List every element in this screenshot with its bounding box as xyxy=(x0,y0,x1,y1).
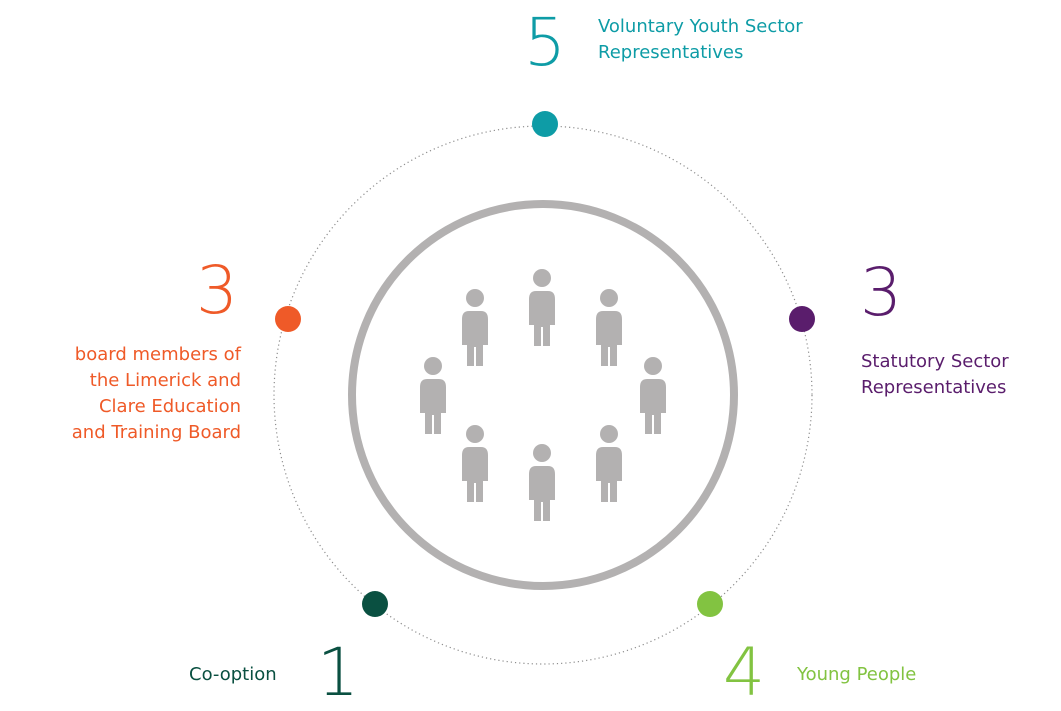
voluntary-youth-label: Voluntary Youth Sector Representatives xyxy=(598,16,803,63)
co-option-dot xyxy=(362,591,388,617)
inner-ring xyxy=(348,200,738,590)
board-members-dot xyxy=(275,306,301,332)
statutory-sector-dot xyxy=(789,306,815,332)
young-people-label: Young People xyxy=(797,664,917,685)
person-icon xyxy=(420,357,446,434)
person-icon xyxy=(640,357,666,434)
statutory-sector-count: 3 xyxy=(860,254,902,331)
outer-dotted-ring xyxy=(273,125,813,665)
person-icon xyxy=(529,269,555,346)
co-option-label: Co-option xyxy=(189,664,277,685)
voluntary-youth-dot xyxy=(532,111,558,137)
young-people-dot xyxy=(697,591,723,617)
board-members-count: 3 xyxy=(196,252,238,329)
board-members-label: board members of the Limerick and Clare … xyxy=(71,344,241,443)
statutory-sector-label: Statutory Sector Representatives xyxy=(861,351,1009,398)
person-icon xyxy=(596,289,622,366)
person-icon xyxy=(462,289,488,366)
people-group xyxy=(420,269,666,521)
co-option-count: 1 xyxy=(317,634,359,711)
person-icon xyxy=(596,425,622,502)
voluntary-youth-count: 5 xyxy=(524,4,566,81)
young-people-count: 4 xyxy=(723,634,765,711)
person-icon xyxy=(462,425,488,502)
person-icon xyxy=(529,444,555,521)
